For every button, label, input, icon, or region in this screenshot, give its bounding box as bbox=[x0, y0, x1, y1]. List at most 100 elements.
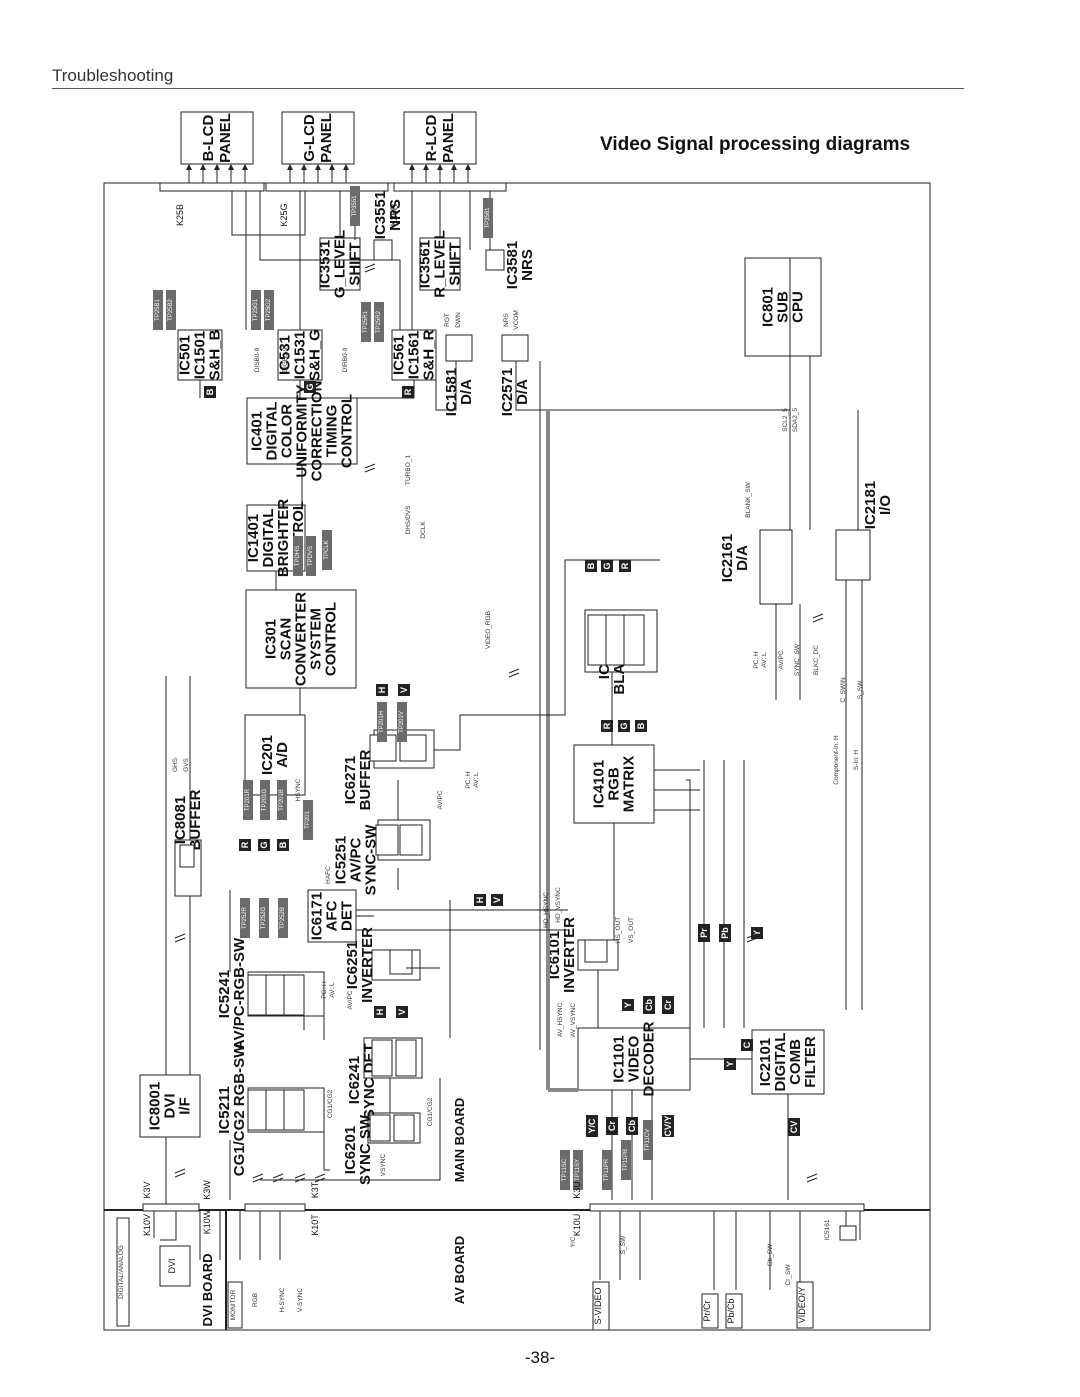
arrow-head bbox=[242, 164, 248, 170]
av-board-label: AV BOARD bbox=[452, 1236, 467, 1304]
buffer-cell bbox=[369, 1114, 391, 1142]
ic531-label: IC1531 bbox=[292, 331, 309, 379]
break-mark bbox=[314, 1173, 326, 1179]
ic3551-label: NRS bbox=[387, 199, 404, 231]
io-svideo: S-VIDEO bbox=[593, 1287, 603, 1324]
testpoint-tp25g1 bbox=[251, 290, 261, 330]
testpoint-tp25r1 bbox=[361, 302, 371, 342]
ic6201-label: IC6201 bbox=[342, 1126, 359, 1174]
ic2161-label: D/A bbox=[734, 545, 751, 571]
tag-label: G bbox=[602, 562, 612, 569]
ic6271-label: BUFFER bbox=[357, 749, 374, 810]
signal-label: CG1/CG2 bbox=[327, 1089, 334, 1118]
testpoint-tp11sc bbox=[560, 1150, 570, 1190]
switch-note-pc: PC: H bbox=[753, 651, 760, 669]
testpoint-label: TP25G1 bbox=[253, 298, 259, 321]
ic1101-label: DECODER bbox=[641, 1021, 658, 1096]
tag-label: R bbox=[403, 388, 413, 395]
ic5211-label: IC5211 bbox=[216, 1086, 233, 1134]
main-board-frame bbox=[103, 182, 931, 1331]
io-pbcb: Pb/Cb bbox=[726, 1298, 736, 1323]
signal-label: AV_HSYNC bbox=[557, 1002, 564, 1037]
io-rgb: RGB bbox=[252, 1293, 259, 1307]
tag-label: Y bbox=[752, 930, 762, 936]
signal-label: VIDEO_RGB bbox=[485, 611, 492, 649]
ic5251-label: AV/PC bbox=[348, 837, 365, 882]
buffer-cell bbox=[179, 844, 195, 868]
buffer-cell bbox=[389, 949, 413, 975]
break-mark bbox=[252, 1173, 264, 1179]
ic6171-label: IC6171 bbox=[309, 892, 326, 940]
ic4101-box bbox=[573, 744, 655, 824]
ic6251-label: IC6251 bbox=[344, 941, 361, 989]
testpoint-label: TP25R1 bbox=[363, 310, 369, 333]
ic401-label: DIGITAL bbox=[264, 402, 281, 461]
ic3531-label: SHIFT bbox=[347, 242, 364, 285]
ic401: IC401DIGITALCOLORUNIFORMITYCORRECTIONTIM… bbox=[249, 381, 356, 482]
testpoint-label: TP252G bbox=[261, 907, 267, 930]
testpoint-label: TP201R bbox=[245, 788, 251, 811]
ic201-label: IC201 bbox=[259, 735, 276, 775]
break-mark bbox=[746, 937, 758, 943]
ic801-box bbox=[744, 257, 822, 357]
ic301-label: SCAN bbox=[278, 618, 295, 661]
tag-pb bbox=[719, 924, 731, 942]
panel-r-label: R-LCD bbox=[423, 115, 440, 162]
ic401-label: CORRECTION bbox=[309, 381, 326, 482]
ic2571-label: D/A bbox=[514, 379, 531, 405]
wire bbox=[160, 1210, 177, 1241]
io-dvi: DVI bbox=[167, 1258, 177, 1273]
testpoint-label: TP252B bbox=[280, 907, 286, 929]
tag-label: Y bbox=[725, 1061, 735, 1067]
buffer-cell bbox=[283, 1089, 305, 1131]
arrow-head bbox=[329, 164, 335, 170]
section-header: Troubleshooting bbox=[52, 66, 174, 85]
connector-k3v: K3V bbox=[142, 1181, 152, 1198]
tag-cv bbox=[788, 1118, 800, 1136]
signal-label: DWN bbox=[455, 312, 462, 328]
tag-label: CV/Y bbox=[663, 1115, 673, 1136]
ic5211-label: CG1/CG2 RGB-SW bbox=[231, 1043, 248, 1176]
ic6101-label: INVERTER bbox=[561, 917, 578, 993]
testpoint-label: TP25R2 bbox=[376, 310, 382, 333]
ic401-box bbox=[246, 397, 358, 465]
tag-label: G bbox=[305, 383, 315, 390]
ic2181-label: I/O bbox=[877, 495, 894, 515]
testpoint-label: TP252R bbox=[242, 906, 248, 929]
panel-b-label: B-LCD bbox=[200, 115, 217, 162]
ic6251-label: INVERTER bbox=[359, 927, 376, 1003]
testpoint-label: TP11SC bbox=[562, 1158, 568, 1181]
io-crsw: Cr_SW bbox=[785, 1264, 792, 1286]
ic801-label: SUB bbox=[775, 291, 792, 323]
buffer-cell bbox=[623, 614, 645, 666]
signal-label: SDA2_5 bbox=[792, 408, 799, 433]
tag-g bbox=[618, 720, 630, 732]
tag-y bbox=[751, 927, 763, 939]
signal-label: S_SW bbox=[857, 680, 864, 699]
tag-cb bbox=[626, 1117, 638, 1135]
tag-y bbox=[724, 1058, 736, 1070]
tag-label: B bbox=[636, 722, 646, 729]
io-svideo-box bbox=[592, 1281, 610, 1331]
signal-label: NRS bbox=[503, 312, 510, 326]
tag-v bbox=[491, 894, 503, 906]
tag-label: R bbox=[240, 841, 250, 848]
ic301-box bbox=[245, 589, 357, 689]
ic8081-label: BUFFER bbox=[187, 789, 204, 850]
signal-label: BLANK_SW bbox=[745, 481, 752, 517]
arrow-head bbox=[343, 164, 349, 170]
switch-note-pc: PC: H bbox=[321, 981, 328, 999]
testpoint-label: TP201G bbox=[262, 789, 268, 812]
tag-label: Cb bbox=[644, 999, 654, 1011]
connector-k10t: K10T bbox=[310, 1214, 320, 1236]
break-mark bbox=[272, 1177, 284, 1183]
signal-label: DISB0-9 bbox=[254, 347, 261, 372]
